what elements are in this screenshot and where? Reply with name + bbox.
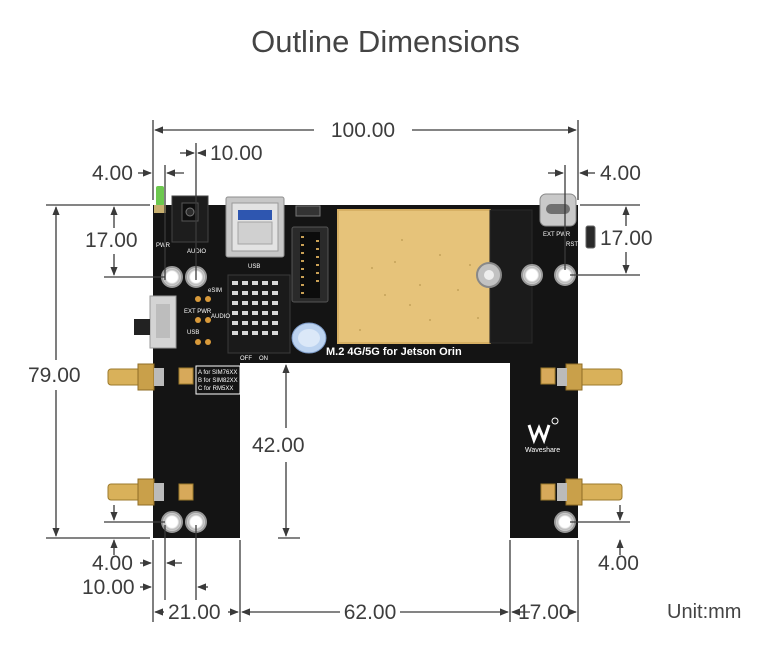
off-label: OFF (240, 356, 252, 362)
sim-note-box (195, 365, 241, 395)
usb-label: USB (248, 264, 260, 270)
usb-switch-label: USB (187, 330, 199, 336)
esim-label: eSIM (208, 288, 222, 294)
usb-c-port (539, 193, 577, 227)
dim-notch-width: 62.00 (344, 601, 397, 624)
dim-second-hole-x: 10.00 (210, 142, 263, 165)
on-label: ON (259, 356, 268, 362)
capacitor (291, 322, 327, 354)
rst-label: RST (566, 242, 578, 248)
dim-hole-offset-x-right: 4.00 (600, 162, 641, 185)
ext-pwr-right-label: EXT PWR (543, 232, 571, 238)
sim-note-b: B for SIM82XX (198, 378, 238, 384)
dim-bottom-hole-left: 4.00 (92, 552, 133, 575)
unit-label: Unit:mm (667, 601, 742, 623)
rst-button (585, 225, 596, 249)
page-title: Outline Dimensions (251, 24, 520, 59)
waveshare-logo (527, 417, 559, 445)
m2-module (337, 209, 491, 344)
sma-connector (107, 363, 194, 391)
usb-port (225, 196, 285, 258)
dim-top-hole-y-right: 17.00 (600, 227, 653, 250)
slide-switch (134, 295, 177, 349)
dim-top-hole-y-left: 17.00 (85, 229, 138, 252)
jumper-headers (227, 274, 291, 354)
dim-total-width: 100.00 (331, 119, 395, 142)
dim-bottom-hole-right: 4.00 (598, 552, 639, 575)
sma-connector (540, 478, 623, 506)
audio-switch-label: AUDIO (211, 314, 230, 320)
product-label: M.2 4G/5G for Jetson Orin (326, 346, 462, 358)
sma-connector (107, 478, 194, 506)
dim-bottom-second-hole: 10.00 (82, 576, 135, 599)
pwr-label: PWR (156, 243, 171, 249)
dim-hole-offset-x-left: 4.00 (92, 162, 133, 185)
pcb-board: USB AUDIO PWR eSIM EXT PWR AUDIO USB OFF… (107, 186, 623, 538)
dim-left-leg-width: 21.00 (168, 601, 221, 624)
audio-jack (171, 195, 209, 243)
sim-note-c: C for RM5XX (198, 386, 233, 392)
dim-right-leg-width: 17.00 (518, 601, 571, 624)
pwr-led (156, 186, 164, 206)
mount-hole (521, 264, 543, 286)
dimension-lines (46, 120, 640, 622)
audio-label: AUDIO (187, 249, 206, 255)
brand-label: Waveshare (525, 447, 560, 454)
ext-pwr-label: EXT PWR (184, 309, 212, 315)
sma-connector (540, 363, 623, 391)
dim-total-height: 79.00 (28, 364, 81, 387)
sim-note-a: A for SIM76XX (198, 370, 237, 376)
dim-notch-height: 42.00 (252, 434, 305, 457)
